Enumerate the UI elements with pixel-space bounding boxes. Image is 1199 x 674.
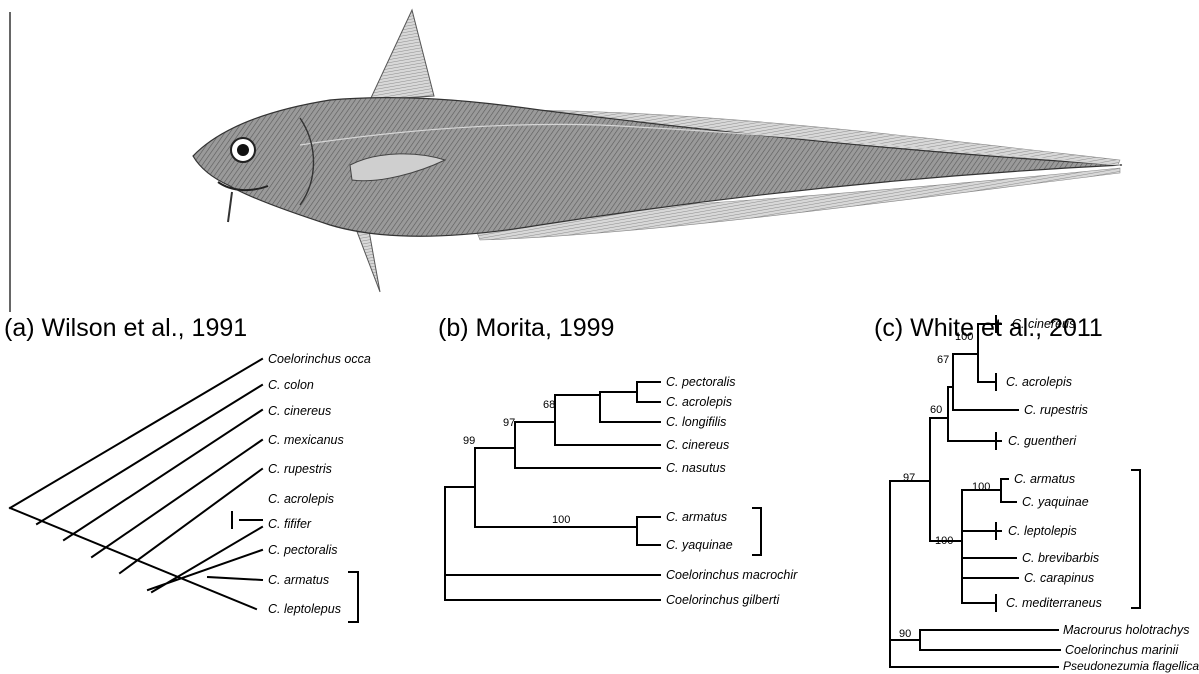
support-c-60: 60: [930, 404, 942, 416]
taxon-a-colon: C. colon: [268, 378, 314, 392]
taxon-b-armatus: C. armatus: [666, 510, 727, 524]
taxon-c-macrourus-holotrachys: Macrourus holotrachys: [1063, 623, 1189, 637]
support-c-67: 67: [937, 354, 949, 366]
support-c-100-lower: 100: [935, 535, 953, 547]
taxon-a-cinereus: C. cinereus: [268, 404, 331, 418]
panel-a-cladogram: Coelorinchus occa C. colon C. cinereus C…: [10, 352, 371, 622]
taxon-c-mediterraneus: C. mediterraneus: [1006, 596, 1102, 610]
fish-illustration: [10, 10, 1122, 312]
bracket-b-armatus-clade: [752, 508, 761, 555]
support-c-97: 97: [903, 472, 915, 484]
taxon-c-armatus: C. armatus: [1014, 472, 1075, 486]
panel-b-branches: [445, 382, 660, 600]
taxon-c-coelorinchus-marinii: Coelorinchus marinii: [1065, 643, 1179, 657]
support-c-90: 90: [899, 628, 911, 640]
taxon-c-yaquinae: C. yaquinae: [1022, 495, 1089, 509]
support-c-100-armatus: 100: [972, 481, 990, 493]
taxon-b-longifilis: C. longifilis: [666, 415, 726, 429]
support-c-100-top: 100: [955, 331, 973, 343]
fish-pupil: [237, 144, 249, 156]
taxon-a-acrolepis: C. acrolepis: [268, 492, 334, 506]
taxon-b-pectoralis: C. pectoralis: [666, 375, 735, 389]
panel-a-branches: [10, 359, 262, 609]
taxon-a-rupestris: C. rupestris: [268, 462, 332, 476]
taxon-a-armatus: C. armatus: [268, 573, 329, 587]
taxon-b-nasutus: C. nasutus: [666, 461, 726, 475]
taxon-c-pseudonezumia-flagellicauda: Pseudonezumia flagellicauda: [1063, 659, 1199, 673]
support-b-97: 97: [503, 417, 515, 429]
taxon-c-cinereus: C. cinereus: [1012, 317, 1075, 331]
bracket-a-armatus-clade: [348, 572, 358, 622]
taxon-a-fififer: C. fififer: [268, 517, 312, 531]
taxon-a-pectoralis: C. pectoralis: [268, 543, 337, 557]
taxon-a-leptolepus: C. leptolepus: [268, 602, 341, 616]
taxon-a-mexicanus: C. mexicanus: [268, 433, 344, 447]
taxon-b-acrolepis: C. acrolepis: [666, 395, 732, 409]
taxon-c-guentheri: C. guentheri: [1008, 434, 1077, 448]
taxon-c-brevibarbis: C. brevibarbis: [1022, 551, 1099, 565]
taxon-b-yaquinae: C. yaquinae: [666, 538, 733, 552]
support-b-100: 100: [552, 514, 570, 526]
dorsal-fin-1: [370, 10, 434, 100]
taxon-a-coelorinchus-occa: Coelorinchus occa: [268, 352, 371, 366]
taxon-c-leptolepis: C. leptolepis: [1008, 524, 1077, 538]
taxon-b-macrochir: Coelorinchus macrochir: [666, 568, 798, 582]
taxon-c-rupestris: C. rupestris: [1024, 403, 1088, 417]
bracket-c-armatus-clade: [1131, 470, 1140, 608]
support-b-68: 68: [543, 399, 555, 411]
taxon-c-carapinus: C. carapinus: [1024, 571, 1094, 585]
taxon-b-cinereus: C. cinereus: [666, 438, 729, 452]
panel-c-phylogram: 100 67 60 97 100 100 90 C. cinereus C. a…: [890, 316, 1199, 673]
chin-barbel: [228, 192, 232, 222]
taxon-b-gilberti: Coelorinchus gilberti: [666, 593, 780, 607]
support-b-99: 99: [463, 435, 475, 447]
panel-b-phylogram: 68 97 99 100 C. pectoralis C. acrolepis …: [445, 375, 798, 607]
taxon-c-acrolepis: C. acrolepis: [1006, 375, 1072, 389]
